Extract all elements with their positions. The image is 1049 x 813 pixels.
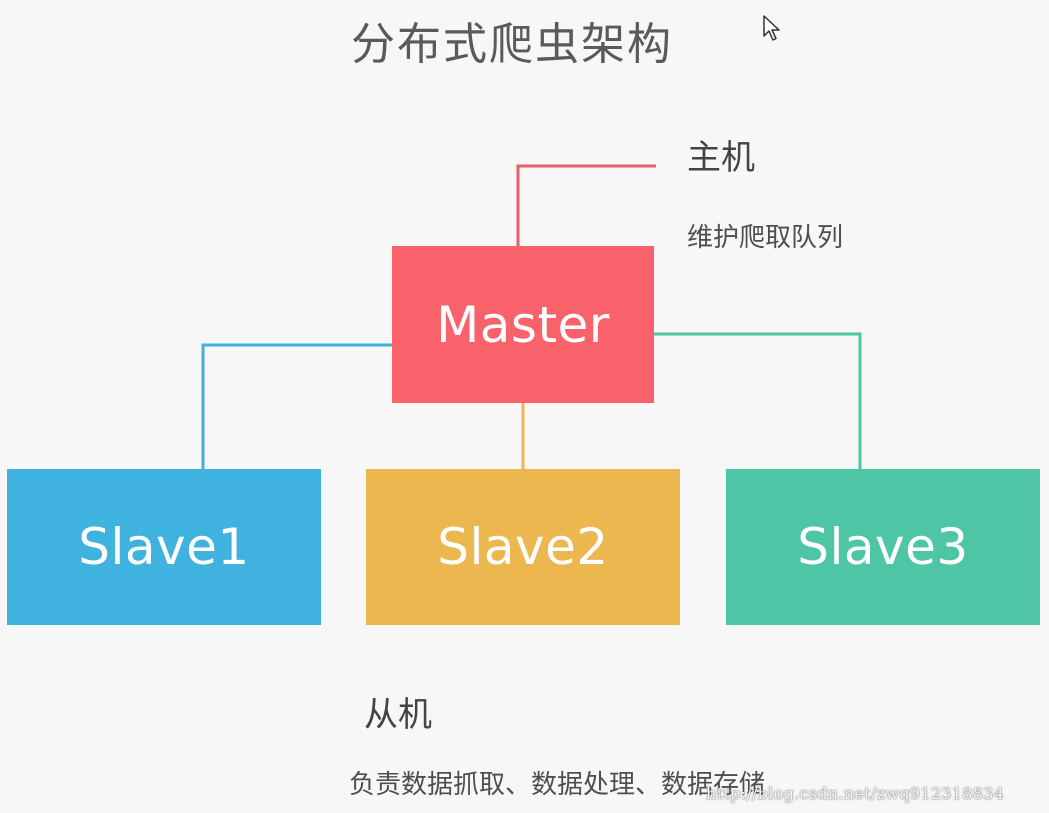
slave1-connector: [201, 343, 392, 469]
slave3-node-label: Slave3: [797, 518, 969, 576]
diagram-title: 分布式爬虫架构: [351, 19, 673, 70]
watermark: http://blog.csdn.net/zwq912318834: [706, 784, 1005, 803]
slave2-node: Slave2: [366, 469, 680, 625]
master-heading-connector: [516, 164, 656, 246]
slave3-node: Slave3: [726, 469, 1040, 625]
master-node: Master: [392, 246, 654, 403]
slave3-connector: [654, 332, 862, 469]
master-heading: 主机: [687, 138, 755, 178]
slave2-node-label: Slave2: [437, 518, 609, 576]
master-node-label: Master: [436, 295, 610, 354]
mouse-pointer-icon: [763, 15, 780, 41]
slave-description: 负责数据抓取、数据处理、数据存储: [349, 770, 766, 800]
master-description: 维护爬取队列: [687, 223, 844, 253]
slave-heading: 从机: [364, 695, 432, 735]
slave1-node-label: Slave1: [78, 518, 250, 576]
slave1-node: Slave1: [7, 469, 321, 625]
